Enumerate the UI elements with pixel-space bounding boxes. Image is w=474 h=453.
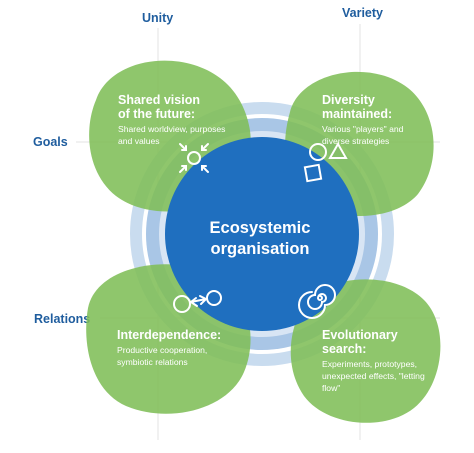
shapes-icon [303,141,348,183]
axis-label-unity: Unity [142,11,174,25]
axis-label-relations: Relations [34,312,91,326]
center-title: Ecosystemic organisation [185,218,335,260]
linked-circles-icon [173,290,222,313]
evolutionary-desc-line2: unexpected effects, "letting [322,371,425,381]
interdependence-text: Interdependence: Productive cooperation,… [117,328,221,368]
center-circle [165,137,359,331]
shared-vision-title-line2: of the future: [118,107,196,121]
axis-label-goals: Goals [33,135,68,149]
shared-vision-desc-line2: and values [118,136,160,146]
diversity-title-line2: maintained: [322,107,393,121]
shared-vision-text: Shared vision of the future: Shared worl… [118,93,225,147]
spiral-icon [298,284,336,319]
diversity-text: Diversity maintained: Various "players" … [322,93,403,147]
shared-vision-title-line1: Shared vision [118,93,200,107]
evolutionary-title-line2: search: [322,342,367,356]
interdependence-desc-line1: Productive cooperation, [117,345,208,355]
evolutionary-text: Evolutionary search: Experiments, protot… [322,328,425,394]
evolutionary-title-line1: Evolutionary [322,328,398,342]
axis-label-variety: Variety [342,6,384,20]
blob-evolutionary [290,279,441,423]
center-title-line2: organisation [210,240,310,258]
shared-vision-desc-line1: Shared worldview, purposes [118,124,226,134]
diversity-desc-line2: diverse strategies [322,136,390,146]
center-title-line1: Ecosystemic [209,219,311,237]
evolutionary-desc-line1: Experiments, prototypes, [322,359,418,369]
interdependence-title-line1: Interdependence: [117,328,222,342]
outer-ring [130,102,394,366]
diversity-title-line1: Diversity [322,93,375,107]
convergence-icon [179,143,209,173]
interdependence-desc-line2: symbiotic relations [117,357,188,367]
evolutionary-desc-line3: flow" [322,383,341,393]
diversity-desc-line1: Various "players" and [322,124,404,134]
